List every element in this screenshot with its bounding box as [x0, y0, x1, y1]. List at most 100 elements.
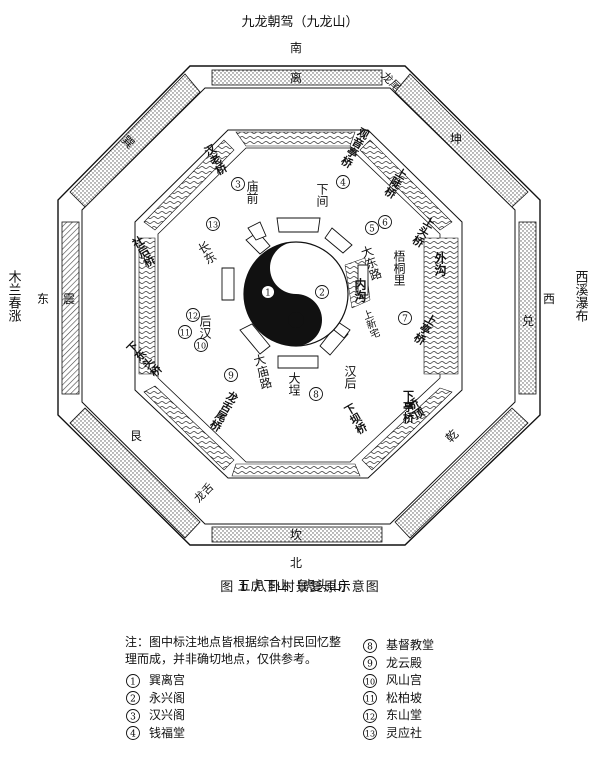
legend-number: 9 [362, 655, 378, 671]
svg-text:3: 3 [130, 712, 136, 722]
trigram-dui: 兑 [522, 314, 534, 328]
trigram-segment-qian [394, 407, 529, 539]
legend-item: 3 汉兴阁 [125, 707, 350, 725]
place-hanhou: 汉后 [343, 365, 357, 389]
radial-blocks [221, 217, 369, 369]
inner-ring [134, 129, 463, 479]
trigram-segment-kan [211, 526, 383, 543]
trigram-segment-gen [69, 407, 201, 539]
legend-number: 11 [362, 690, 378, 706]
trigram-segment-li [211, 69, 383, 86]
marker-5: 5 [365, 221, 379, 235]
place-changdong: 长东 [194, 238, 218, 266]
legend-item: 12 东山堂 [362, 707, 434, 725]
legend-item: 4 钱福堂 [125, 725, 350, 743]
trigram-segment-kun [394, 73, 529, 208]
title-right: 西溪瀑布 [573, 270, 589, 323]
title-left: 木兰春涨 [6, 270, 22, 322]
compass-south: 南 [290, 40, 302, 55]
legend-item: 13 灵应社 [362, 725, 434, 743]
outer-ring [57, 65, 541, 546]
taiji-symbol [243, 241, 349, 347]
place-damiaolu: 大庙路 [251, 352, 274, 391]
legend-item: 1 巽离宫 [125, 672, 350, 690]
legend-item: 2 永兴阁 [125, 690, 350, 708]
marker-13: 13 [206, 217, 220, 231]
title-left-text: 木兰春涨 [6, 270, 22, 322]
svg-text:13: 13 [365, 730, 375, 739]
marker-7: 7 [398, 311, 412, 325]
numbered-markers: 1 2 3 4 5 6 7 8 [178, 175, 412, 401]
trigram-kun: 坤 [450, 131, 462, 146]
compass-east: 东 [37, 292, 49, 306]
marker-11: 11 [178, 325, 192, 339]
legend-item: 10 风山宫 [362, 672, 434, 690]
svg-text:4: 4 [130, 730, 136, 740]
marker-3: 3 [231, 177, 245, 191]
place-houhan: 后汉 [198, 315, 212, 339]
tag-dragon-tongue: 龙舌 [192, 480, 217, 505]
title-top: 九龙朝驾（九龙山） [241, 15, 358, 30]
svg-text:8: 8 [313, 391, 319, 401]
marker-10: 10 [194, 338, 208, 352]
legend-number: 13 [362, 725, 378, 741]
trigram-qian: 乾 [443, 427, 461, 445]
trigram-gen: 艮 [130, 429, 142, 443]
legend-number: 3 [125, 708, 141, 724]
trigram-segment-zhen [61, 221, 80, 395]
legend-number: 12 [362, 708, 378, 724]
legend-name: 灵应社 [386, 725, 423, 740]
trigram-segment-dui [518, 221, 537, 395]
svg-text:11: 11 [180, 329, 190, 338]
legend-name: 风山宫 [386, 673, 423, 688]
title-right-text: 西溪瀑布 [573, 270, 589, 323]
legend-number: 1 [125, 673, 141, 689]
legend-left: 1 巽离宫 2 永兴阁 3 汉兴阁 4 钱福堂 [125, 672, 350, 742]
svg-text:7: 7 [402, 315, 408, 325]
bridge-xiating: 下亭桥 [402, 390, 415, 424]
svg-text:3: 3 [235, 181, 241, 191]
svg-text:5: 5 [369, 225, 375, 235]
svg-text:10: 10 [365, 677, 375, 686]
place-shangxinzhai: 上新宅 [359, 308, 381, 340]
bridge-xiaba: 下坝桥 [341, 401, 369, 437]
svg-text:6: 6 [382, 219, 388, 229]
legend-name: 钱福堂 [149, 725, 186, 740]
legend-name: 永兴阁 [149, 690, 186, 705]
trigram-zhen: 震 [63, 292, 75, 306]
figure-caption: 图 1 八卦村景复原示意图 [220, 580, 380, 595]
svg-text:12: 12 [188, 312, 198, 321]
place-waigou: 外沟 [433, 251, 447, 277]
marker-1: 1 [261, 285, 275, 299]
trigram-kan: 坎 [290, 528, 302, 542]
legend-name: 汉兴阁 [149, 708, 186, 723]
svg-text:12: 12 [365, 712, 375, 721]
legend-number: 10 [362, 673, 378, 689]
compass-west: 西 [543, 292, 555, 306]
marker-9: 9 [224, 368, 238, 382]
svg-text:1: 1 [265, 289, 271, 299]
legend-name: 巽离宫 [149, 673, 186, 687]
svg-text:2: 2 [319, 289, 325, 299]
legend-number: 2 [125, 690, 141, 706]
svg-text:2: 2 [130, 694, 136, 704]
legend-number: 8 [362, 638, 378, 654]
bagua-diagram: 九龙朝驾（九龙山） 南 北 东 西 五虎下山（虎头山） 木兰春涨 西溪瀑布 离 … [6, 15, 589, 594]
place-xiajian: 下间 [315, 183, 329, 207]
svg-text:8: 8 [367, 642, 373, 652]
svg-text:11: 11 [365, 695, 375, 704]
legend-name: 东山堂 [386, 708, 423, 723]
place-miaoqian: 庙前 [245, 180, 259, 204]
marker-12: 12 [186, 308, 200, 322]
legend-number: 4 [125, 725, 141, 741]
place-neigou: 内沟 [353, 277, 367, 303]
svg-text:1: 1 [130, 677, 136, 687]
place-dacheng: 大埕 [287, 372, 301, 396]
marker-4: 4 [336, 175, 350, 189]
marker-6: 6 [378, 215, 392, 229]
trigram-segment-xun [69, 73, 201, 208]
